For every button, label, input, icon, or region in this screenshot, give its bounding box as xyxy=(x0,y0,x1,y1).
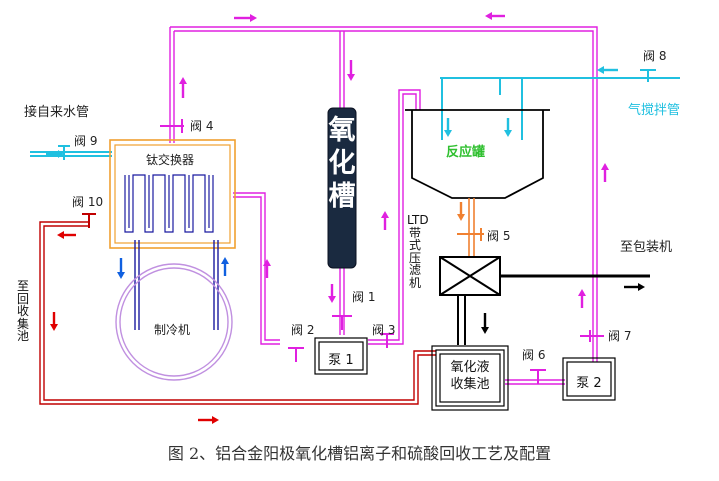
valve-1-icon xyxy=(332,315,352,330)
reactor-label: 反应罐 xyxy=(446,145,486,160)
chiller xyxy=(115,263,233,381)
valve-8-label: 阀 8 xyxy=(643,49,667,63)
flow-arrow-icon xyxy=(46,12,645,424)
valve-7-label: 阀 7 xyxy=(608,329,632,343)
air-stir-pipe-label: 气搅拌管 xyxy=(628,103,681,118)
reactor-tank xyxy=(405,109,550,199)
return-pipe xyxy=(39,221,436,405)
sludge-pipe xyxy=(468,198,475,257)
valve-10-label: 阀 10 xyxy=(72,195,104,209)
valve-3-label: 阀 3 xyxy=(372,323,396,337)
valve-2-icon xyxy=(288,347,304,362)
oxidation-liquid-pool-box xyxy=(431,345,509,411)
oxidation-tank-label: 氧化槽 xyxy=(328,115,356,212)
pump-2-label: 泵 2 xyxy=(576,376,602,391)
pool-to-pump2-pipe xyxy=(505,379,565,385)
chiller-label: 制冷机 xyxy=(154,323,191,337)
to-packing-label: 至包装机 xyxy=(620,240,673,255)
chiller-pipes xyxy=(134,240,219,330)
valve-5-icon xyxy=(457,228,484,241)
oxidation-liquid-pool-label: 氧化液收集池 xyxy=(450,360,490,392)
packing-line xyxy=(457,274,650,345)
air-stir-pipe xyxy=(440,77,680,140)
valve-1-label: 阀 1 xyxy=(352,290,376,304)
titanium-heat-exchanger xyxy=(109,139,236,249)
valve-7-icon xyxy=(580,330,604,342)
oxidation-tank xyxy=(327,107,357,269)
valve-6-label: 阀 6 xyxy=(522,348,546,362)
filter-press xyxy=(439,256,501,296)
valve-5-label: 阀 5 xyxy=(487,229,511,243)
valve-9-label: 阀 9 xyxy=(74,134,98,148)
figure-caption: 图 2、铝合金阳极氧化槽铝离子和硫酸回收工艺及配置 xyxy=(167,444,552,463)
water-inlet-label: 接自来水管 xyxy=(24,105,90,120)
pump-2-icon xyxy=(562,357,616,401)
water-pipe xyxy=(30,151,112,157)
pump-1-label: 泵 1 xyxy=(328,353,354,368)
valve-6-icon xyxy=(530,369,546,384)
valve-10-icon xyxy=(82,213,96,228)
valve-9-icon xyxy=(58,145,70,160)
valve-8-icon xyxy=(640,69,656,82)
pump-1-icon xyxy=(314,337,368,375)
valve-4-icon xyxy=(160,119,184,133)
heat-exchanger-label: 钛交换器 xyxy=(146,153,195,167)
valve-4-label: 阀 4 xyxy=(190,119,214,133)
to-collection-pool-label: 至回收集池 xyxy=(16,279,29,344)
valve-3-icon xyxy=(380,333,394,348)
valve-2-label: 阀 2 xyxy=(291,323,315,337)
